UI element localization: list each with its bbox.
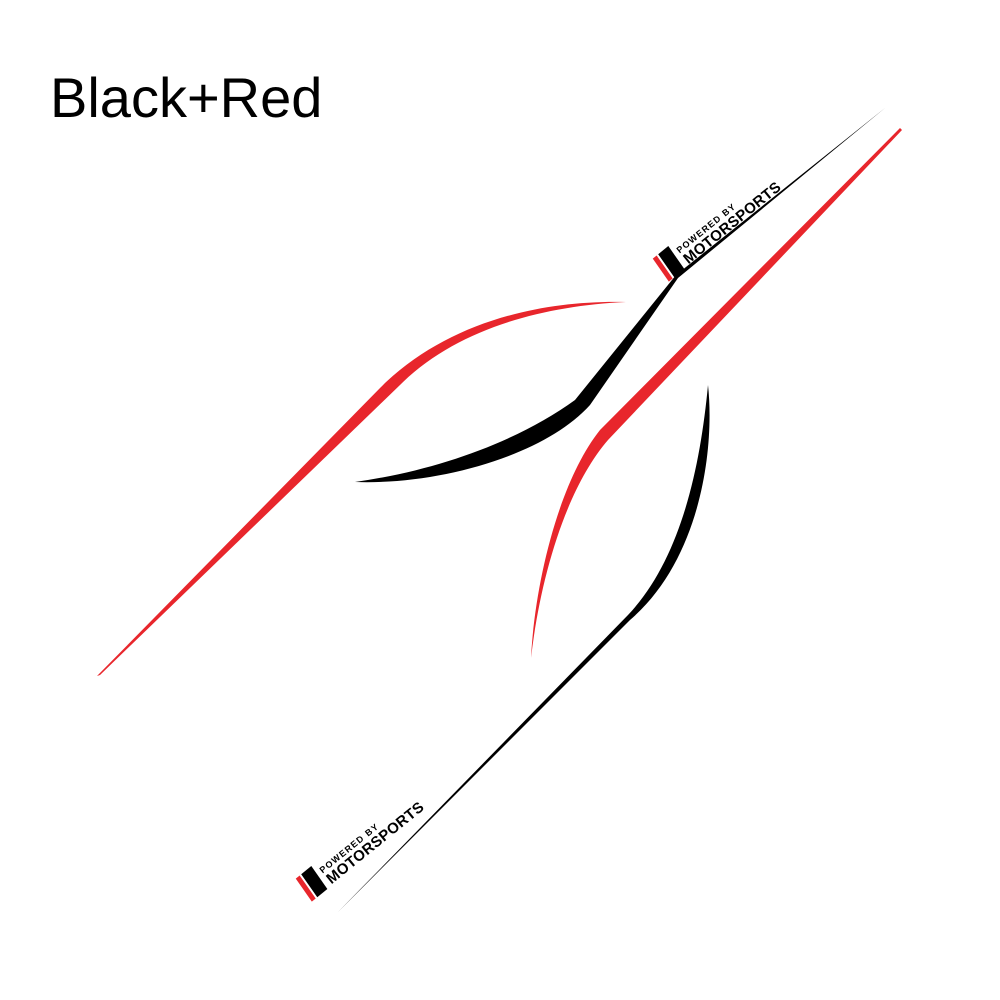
logo-flag-black: [658, 246, 685, 278]
product-color-title: Black+Red: [50, 66, 323, 129]
logo-flag-red: [295, 875, 316, 902]
logo-flag-black: [301, 866, 328, 898]
motorsports-logo-bottom: POWERED BY MOTORSPORTS: [295, 799, 428, 902]
logo-motorsports-text: MOTORSPORTS: [680, 179, 784, 268]
logo-flag-red: [652, 255, 673, 282]
red-swoosh-stripe: [97, 301, 626, 676]
